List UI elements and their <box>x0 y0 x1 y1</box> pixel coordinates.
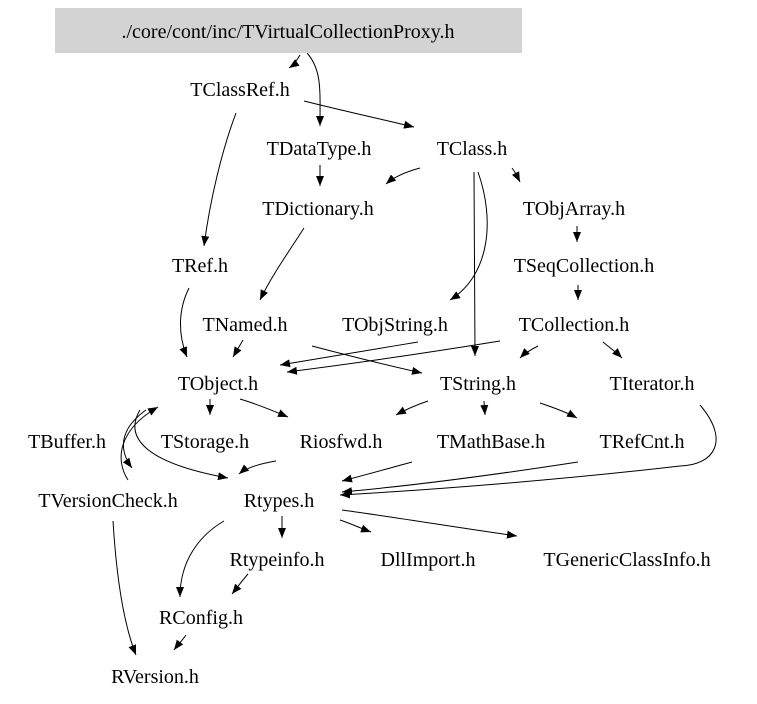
graph-node-rtypes[interactable]: Rtypes.h <box>244 490 315 512</box>
edge-rtypes-to-dllimport <box>339 519 372 533</box>
graph-node-rtypeinfo[interactable]: Rtypeinfo.h <box>230 549 325 571</box>
graph-node-tobjarray[interactable]: TObjArray.h <box>523 198 625 220</box>
node-label-tbuffer: TBuffer.h <box>28 431 106 453</box>
edge-tdictionary-to-tnamed <box>259 227 305 301</box>
edge-rconfig-to-rversion <box>173 634 187 651</box>
edge-tcollection-to-titerator <box>602 341 623 359</box>
graph-node-tstring[interactable]: TString.h <box>440 373 516 395</box>
graph-node-tversioncheck[interactable]: TVersionCheck.h <box>38 490 177 512</box>
graph-node-tobject[interactable]: TObject.h <box>178 373 258 395</box>
node-label-tseqcollection: TSeqCollection.h <box>514 255 655 277</box>
graph-node-tref[interactable]: TRef.h <box>172 255 228 277</box>
node-label-tobject: TObject.h <box>178 373 258 395</box>
graph-node-tclassref[interactable]: TClassRef.h <box>190 79 289 101</box>
root-node-label: ./core/cont/inc/TVirtualCollectionProxy.… <box>122 21 455 43</box>
node-label-tdatatype: TDataType.h <box>267 138 372 160</box>
node-label-rtypes: Rtypes.h <box>244 490 315 512</box>
edge-root-to-tclassref <box>288 54 301 69</box>
graph-node-trefcnt[interactable]: TRefCnt.h <box>600 431 685 453</box>
node-label-trefcnt: TRefCnt.h <box>600 431 685 453</box>
edge-tnamed-to-tobject <box>232 339 244 358</box>
node-label-tversioncheck: TVersionCheck.h <box>38 490 177 512</box>
node-label-tgenericclassinfo: TGenericClassInfo.h <box>543 549 710 571</box>
node-label-tobjarray: TObjArray.h <box>523 198 625 220</box>
node-label-tdictionary: TDictionary.h <box>262 198 373 220</box>
edge-tclass-to-tstring <box>470 171 479 357</box>
edge-tcollection-to-tstring <box>519 345 539 359</box>
root-node[interactable]: ./core/cont/inc/TVirtualCollectionProxy.… <box>55 8 522 53</box>
edge-tobject-to-riosfwd <box>239 398 289 418</box>
node-label-tnamed: TNamed.h <box>203 314 288 336</box>
graph-node-tclass[interactable]: TClass.h <box>437 138 508 160</box>
graph-node-titerator[interactable]: TIterator.h <box>610 373 695 395</box>
graph-node-rconfig[interactable]: RConfig.h <box>159 607 243 629</box>
edge-rtypes-to-tgenericclassinfo <box>341 509 518 539</box>
edge-titerator-to-rtypes <box>339 404 717 499</box>
edge-riosfwd-to-rtypes <box>238 460 277 475</box>
graph-node-tgenericclassinfo[interactable]: TGenericClassInfo.h <box>543 549 710 571</box>
graph-node-tstorage[interactable]: TStorage.h <box>161 431 249 453</box>
edge-tbuffer-to-tobject <box>120 406 159 481</box>
edge-tclassref-to-tref <box>201 112 237 247</box>
edge-tstring-to-trefcnt <box>539 402 578 419</box>
edge-tclass-to-tdictionary <box>385 167 421 185</box>
edge-tstring-to-riosfwd <box>395 400 429 416</box>
node-label-tstorage: TStorage.h <box>161 431 249 453</box>
graph-node-tcollection[interactable]: TCollection.h <box>519 314 630 336</box>
root-node-box <box>55 8 522 53</box>
edge-tmathbase-to-rtypes <box>341 461 413 483</box>
edge-rtypeinfo-to-rconfig <box>231 573 249 595</box>
node-label-tmathbase: TMathBase.h <box>437 431 545 453</box>
node-label-tstring: TString.h <box>440 373 516 395</box>
node-label-rconfig: RConfig.h <box>159 607 243 629</box>
graph-node-tnamed[interactable]: TNamed.h <box>203 314 288 336</box>
edge-rtypes-to-rconfig <box>176 520 225 598</box>
node-label-rversion: RVersion.h <box>111 666 199 688</box>
node-label-rtypeinfo: Rtypeinfo.h <box>230 549 325 571</box>
node-label-tobjstring: TObjString.h <box>342 314 448 336</box>
node-label-riosfwd: Riosfwd.h <box>300 431 383 453</box>
node-label-tclass: TClass.h <box>437 138 508 160</box>
edge-tclass-to-tobjstring <box>449 171 488 301</box>
edge-tobjstring-to-tobject <box>279 341 419 368</box>
graph-node-rversion[interactable]: RVersion.h <box>111 666 199 688</box>
graph-node-tdatatype[interactable]: TDataType.h <box>267 138 372 160</box>
graph-node-tmathbase[interactable]: TMathBase.h <box>437 431 545 453</box>
edge-tstring-to-tmathbase <box>480 400 489 416</box>
graph-node-tseqcollection[interactable]: TSeqCollection.h <box>514 255 655 277</box>
edge-tobject-to-tversioncheck <box>122 409 147 469</box>
graph-node-tdictionary[interactable]: TDictionary.h <box>262 198 373 220</box>
edges-layer <box>112 52 717 656</box>
edge-tcollection-to-tobject <box>286 340 501 375</box>
node-label-tcollection: TCollection.h <box>519 314 630 336</box>
node-label-tref: TRef.h <box>172 255 228 277</box>
node-label-titerator: TIterator.h <box>610 373 695 395</box>
node-label-dllimport: DllImport.h <box>381 549 476 571</box>
edge-tclassref-to-tclass <box>303 100 415 129</box>
graph-node-tbuffer[interactable]: TBuffer.h <box>28 431 106 453</box>
edge-tclass-to-tobjarray <box>511 167 521 183</box>
edge-root-to-tdatatype <box>306 52 325 127</box>
graph-node-tobjstring[interactable]: TObjString.h <box>342 314 448 336</box>
edge-trefcnt-to-rtypes <box>341 461 579 496</box>
edge-tref-to-tobject <box>179 287 190 358</box>
graph-node-riosfwd[interactable]: Riosfwd.h <box>300 431 383 453</box>
edge-tversioncheck-to-rversion <box>112 520 137 656</box>
node-label-tclassref: TClassRef.h <box>190 79 289 101</box>
graph-node-dllimport[interactable]: DllImport.h <box>381 549 476 571</box>
